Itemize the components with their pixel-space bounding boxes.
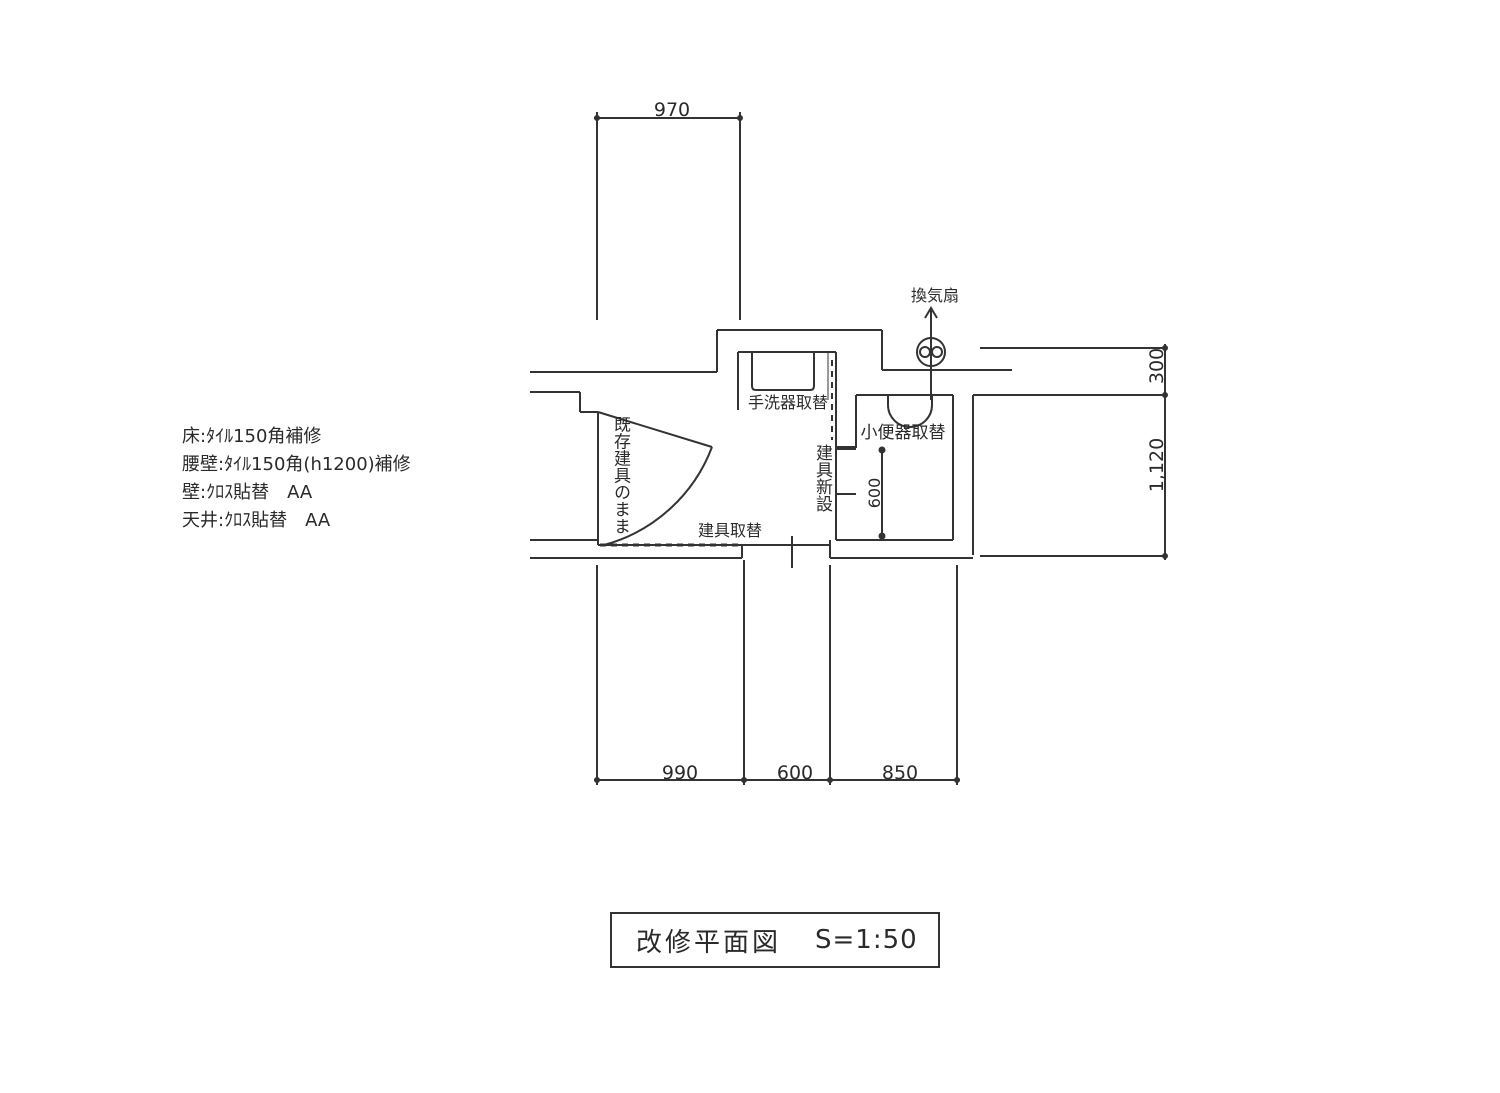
dim-1120: 1,120: [1146, 438, 1168, 492]
note-wainscot: 腰壁:ﾀｲﾙ150角(h1200)補修: [182, 454, 411, 475]
label-sink: 手洗器取替: [748, 393, 828, 412]
drawing-title: 改修平面図: [636, 927, 782, 958]
sink-icon: [751, 352, 815, 391]
dim-600: 600: [777, 762, 813, 784]
door-leaf: [597, 411, 713, 448]
dim-urinal-600: 600: [865, 478, 884, 509]
note-floor: 床:ﾀｲﾙ150角補修: [182, 426, 322, 447]
dim-970: 970: [654, 99, 690, 121]
note-wall: 壁:ｸﾛｽ貼替 AA: [182, 482, 313, 503]
label-urinal: 小便器取替: [861, 423, 946, 443]
urinal-icon: [887, 395, 933, 428]
drawing-scale: S=1:50: [815, 925, 918, 955]
dim-990: 990: [662, 762, 698, 784]
label-door-replace: 建具取替: [698, 521, 762, 540]
note-ceiling: 天井:ｸﾛｽ貼替 AA: [182, 510, 331, 531]
label-new-door: 建具新設: [812, 444, 833, 512]
dim-850: 850: [882, 762, 918, 784]
label-fan: 換気扇: [911, 286, 959, 305]
dim-300: 300: [1146, 348, 1168, 384]
door-swing-arc: [603, 446, 713, 546]
label-existing-door: 既存建具のまま: [610, 416, 631, 535]
drawing-title-box: 改修平面図 S=1:50: [610, 912, 940, 968]
